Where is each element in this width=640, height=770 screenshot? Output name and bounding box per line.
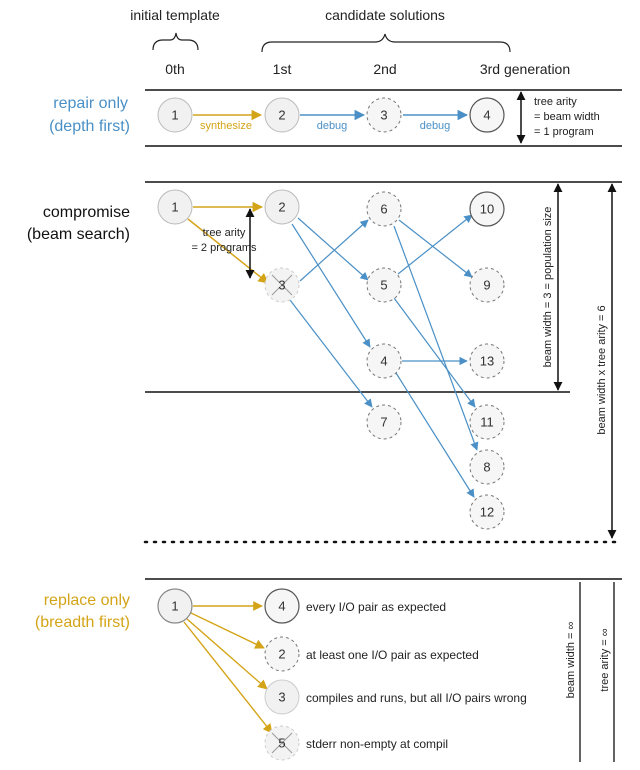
compromise-node-13: 13 [469, 343, 505, 379]
svg-text:4: 4 [380, 354, 387, 369]
repair-edge-debug2-label: debug [420, 120, 451, 132]
repair-arity-line3: = 1 program [534, 126, 594, 138]
repair-label-line1: repair only [53, 95, 128, 112]
replace-legend-3: compiles and runs, but all I/O pairs wro… [306, 691, 527, 705]
svg-text:5: 5 [380, 278, 387, 293]
compromise-edge-6-9 [398, 219, 473, 278]
replace-node-root: 1 [157, 588, 193, 624]
svg-text:3: 3 [278, 690, 285, 705]
initial-template-brace [152, 32, 199, 51]
gen-0-label: 0th [165, 61, 184, 77]
svg-text:7: 7 [380, 415, 387, 430]
gen-2-label: 2nd [373, 61, 396, 77]
replace-legend-2: at least one I/O pair as expected [306, 648, 479, 662]
replace-legend-4: every I/O pair as expected [306, 600, 446, 614]
compromise-arity-line2: = 2 programs [191, 242, 257, 254]
compromise-node-8: 8 [469, 449, 505, 485]
svg-text:2: 2 [278, 108, 285, 123]
repair-edge-debug1-label: debug [317, 120, 348, 132]
svg-text:2: 2 [278, 200, 285, 215]
compromise-node-5: 5 [366, 267, 402, 303]
repair-node-4: 4 [469, 97, 505, 133]
svg-text:3: 3 [380, 108, 387, 123]
compromise-node-2: 2 [264, 189, 300, 225]
compromise-node-11: 11 [469, 404, 505, 440]
compromise-node-10: 10 [469, 191, 505, 227]
compromise-arity-line1: tree arity [203, 227, 246, 239]
svg-text:13: 13 [480, 354, 494, 369]
svg-text:8: 8 [483, 460, 490, 475]
replace-tree-arity-label: tree arity = ∞ [599, 628, 611, 691]
repair-arity-line2: = beam width [534, 111, 600, 123]
svg-text:2: 2 [278, 647, 285, 662]
compromise-edge-6-8 [393, 225, 479, 451]
compromise-edge-2-4 [291, 223, 371, 348]
repair-arity-line1: tree arity [534, 96, 577, 108]
repair-node-3: 3 [366, 97, 402, 133]
svg-text:1: 1 [171, 108, 178, 123]
compromise-node-7: 7 [366, 404, 402, 440]
repair-label-line2: (depth first) [49, 118, 130, 135]
svg-text:3: 3 [278, 278, 285, 293]
svg-text:11: 11 [480, 415, 494, 430]
svg-text:4: 4 [278, 599, 285, 614]
compromise-beam-width-label: beam width = 3 = population size [542, 207, 554, 368]
candidate-solutions-brace [261, 33, 511, 53]
svg-text:9: 9 [483, 278, 490, 293]
compromise-node-12: 12 [469, 494, 505, 530]
replace-legend-5: stderr non-empty at compil [306, 737, 448, 751]
compromise-edge-2-5 [297, 217, 369, 281]
compromise-edge-5-11 [393, 297, 476, 408]
replace-edge-1-3 [186, 618, 268, 690]
repair-node-1: 1 [157, 97, 193, 133]
compromise-node-3-failed: 3 [264, 267, 300, 303]
compromise-beam-x-arity-label: beam width x tree arity = 6 [596, 305, 608, 434]
compromise-node-1: 1 [157, 189, 193, 225]
svg-text:10: 10 [480, 202, 494, 217]
replace-beam-width-label: beam width = ∞ [565, 622, 577, 699]
gen-1-label: 1st [273, 61, 292, 77]
compromise-edge-4-12 [395, 372, 475, 498]
compromise-node-4: 4 [366, 343, 402, 379]
compromise-label-line2: (beam search) [27, 226, 130, 243]
replace-node-4: 4 [264, 588, 300, 624]
replace-node-3: 3 [264, 679, 300, 715]
compromise-edge-5-10 [397, 214, 473, 275]
compromise-label-line1: compromise [43, 204, 130, 221]
repair-edge-synthesize-label: synthesize [200, 120, 252, 132]
replace-label-line1: replace only [44, 592, 130, 609]
svg-text:6: 6 [380, 202, 387, 217]
replace-label-line2: (breadth first) [35, 614, 130, 631]
candidate-solutions-label: candidate solutions [325, 7, 445, 23]
gen-3-label: 3rd generation [480, 61, 570, 77]
svg-text:1: 1 [171, 200, 178, 215]
svg-text:1: 1 [171, 599, 178, 614]
svg-text:12: 12 [480, 505, 494, 520]
compromise-edge-3-7 [289, 299, 373, 408]
replace-node-5-failed: 5 [264, 725, 300, 761]
replace-edge-1-5 [183, 621, 273, 734]
svg-text:5: 5 [278, 736, 285, 751]
replace-node-2: 2 [264, 636, 300, 672]
compromise-node-9: 9 [469, 267, 505, 303]
compromise-edge-1-3 [187, 218, 269, 284]
svg-text:4: 4 [483, 108, 490, 123]
compromise-node-6: 6 [366, 191, 402, 227]
initial-template-label: initial template [130, 7, 220, 23]
repair-node-2: 2 [264, 97, 300, 133]
replace-edge-1-2 [190, 612, 265, 649]
